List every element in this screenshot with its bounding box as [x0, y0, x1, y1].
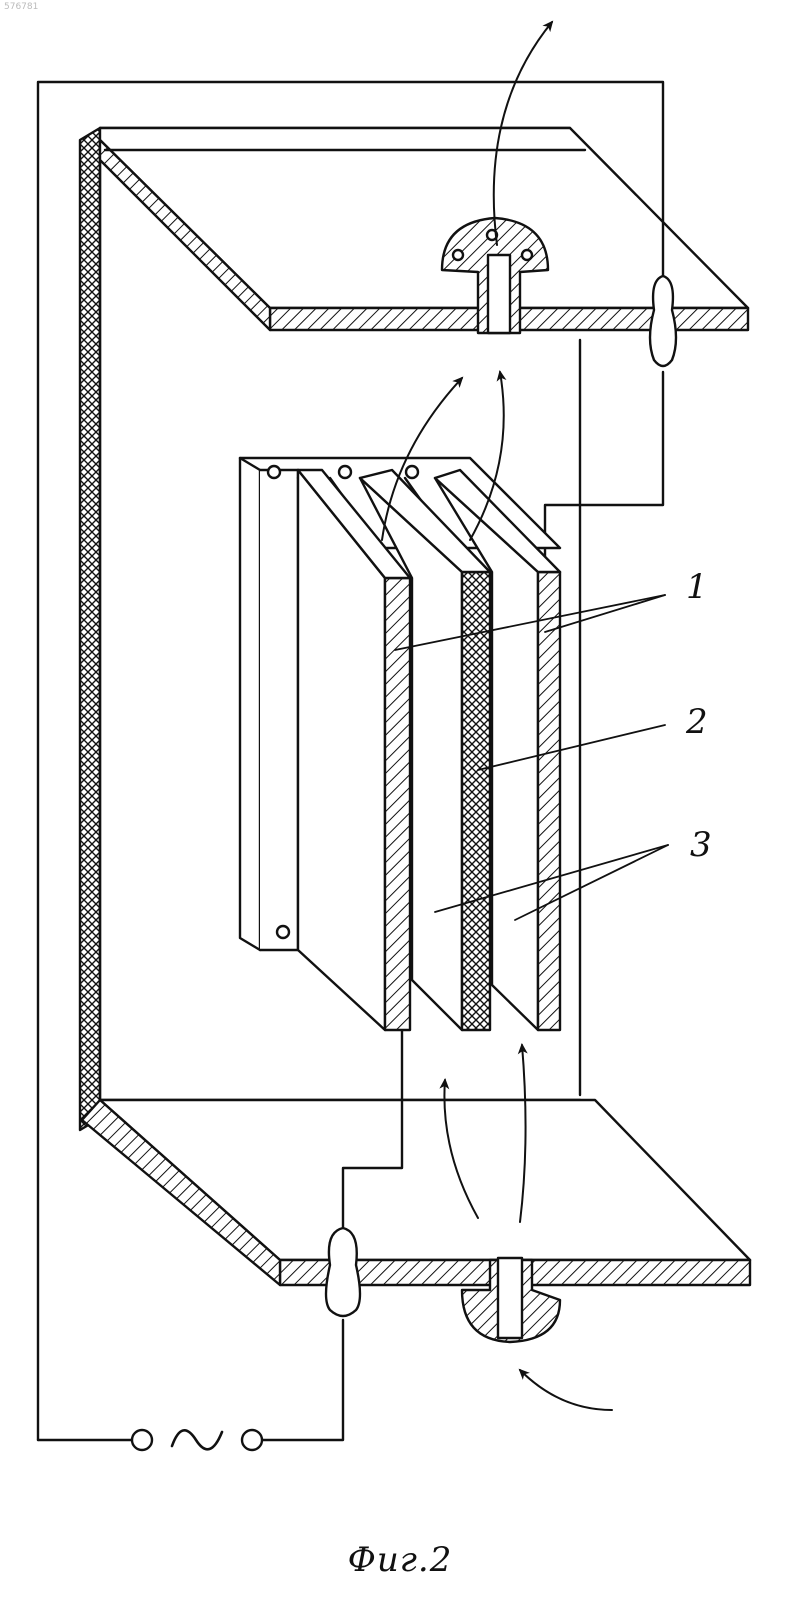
callout-3: 3 [690, 828, 712, 862]
callout-2: 2 [686, 705, 708, 739]
callout-1: 1 [686, 570, 708, 604]
bottom-insulator [326, 1228, 360, 1316]
top-insulator [650, 276, 676, 366]
heating-plate-left [298, 470, 410, 1030]
ac-source-icon [132, 1430, 262, 1450]
figure-caption: Фиг.2 [0, 1540, 800, 1580]
